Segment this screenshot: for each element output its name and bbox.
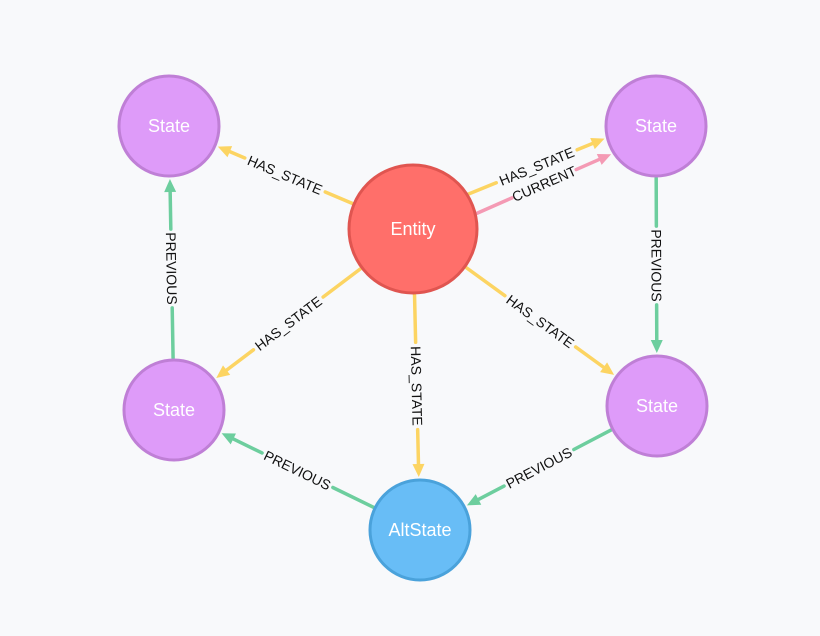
edge-line	[170, 306, 175, 360]
edge-line	[573, 345, 606, 369]
node-state[interactable]: State	[117, 74, 221, 178]
node-circle	[368, 478, 472, 582]
edge-previous[interactable]: PREVIOUS	[221, 433, 376, 509]
edge-line	[575, 141, 595, 152]
node-label: State	[153, 400, 195, 420]
edge-line	[574, 157, 601, 172]
node-entity[interactable]: Entity	[347, 163, 479, 295]
arrow-head-icon	[217, 146, 233, 158]
edge-line	[467, 181, 498, 196]
arrow-head-icon	[590, 137, 605, 150]
edge-label: PREVIOUS	[163, 232, 180, 305]
edge-line	[412, 293, 418, 345]
edge-line	[415, 427, 421, 466]
edge-has-state[interactable]: HAS_STATE	[464, 266, 615, 375]
edge-line	[231, 437, 264, 455]
edge-line	[228, 149, 247, 160]
node-state[interactable]: State	[604, 74, 708, 178]
node-label: State	[148, 116, 190, 136]
arrow-head-icon	[650, 339, 663, 354]
edge-label: PREVIOUS	[261, 447, 333, 493]
edge-label: HAS_STATE	[252, 293, 325, 354]
node-label: State	[635, 116, 677, 136]
node-state[interactable]: State	[122, 358, 226, 462]
edge-line	[224, 348, 256, 372]
edge-line	[321, 267, 363, 299]
edge-line	[323, 190, 354, 206]
edge-label: PREVIOUS	[503, 444, 575, 492]
node-label: AltState	[388, 520, 451, 540]
node-circle	[117, 74, 221, 178]
edge-line	[331, 485, 376, 509]
node-altstate[interactable]: AltState	[368, 478, 472, 582]
edge-line	[475, 196, 514, 216]
edge-line	[464, 266, 507, 298]
edge-label: PREVIOUS	[648, 229, 664, 301]
edge-previous[interactable]: PREVIOUS	[466, 428, 613, 506]
edge-label: HAS_STATE	[408, 346, 426, 426]
edge-label: HAS_STATE	[503, 291, 577, 351]
node-state[interactable]: State	[605, 354, 709, 458]
edge-previous[interactable]: PREVIOUS	[648, 176, 665, 354]
edge-line	[168, 190, 173, 231]
arrow-head-icon	[164, 178, 177, 193]
edge-line	[572, 428, 613, 452]
arrow-head-icon	[412, 463, 425, 478]
node-circle	[605, 354, 709, 458]
arrow-head-icon	[216, 365, 231, 379]
node-circle	[604, 74, 708, 178]
node-circle	[122, 358, 226, 462]
arrow-head-icon	[466, 494, 482, 506]
arrow-head-icon	[221, 433, 236, 445]
edge-has-state[interactable]: HAS_STATE	[217, 146, 354, 206]
edge-has-state[interactable]: HAS_STATE	[216, 267, 363, 379]
arrow-head-icon	[596, 153, 612, 165]
edge-label: HAS_STATE	[245, 152, 325, 198]
edge-previous[interactable]: PREVIOUS	[163, 178, 180, 360]
node-circle	[347, 163, 479, 295]
edge-line	[476, 484, 506, 502]
edge-has-state[interactable]: HAS_STATE	[408, 293, 426, 478]
node-label: Entity	[390, 219, 435, 239]
arrow-head-icon	[600, 362, 615, 375]
node-label: State	[636, 396, 678, 416]
